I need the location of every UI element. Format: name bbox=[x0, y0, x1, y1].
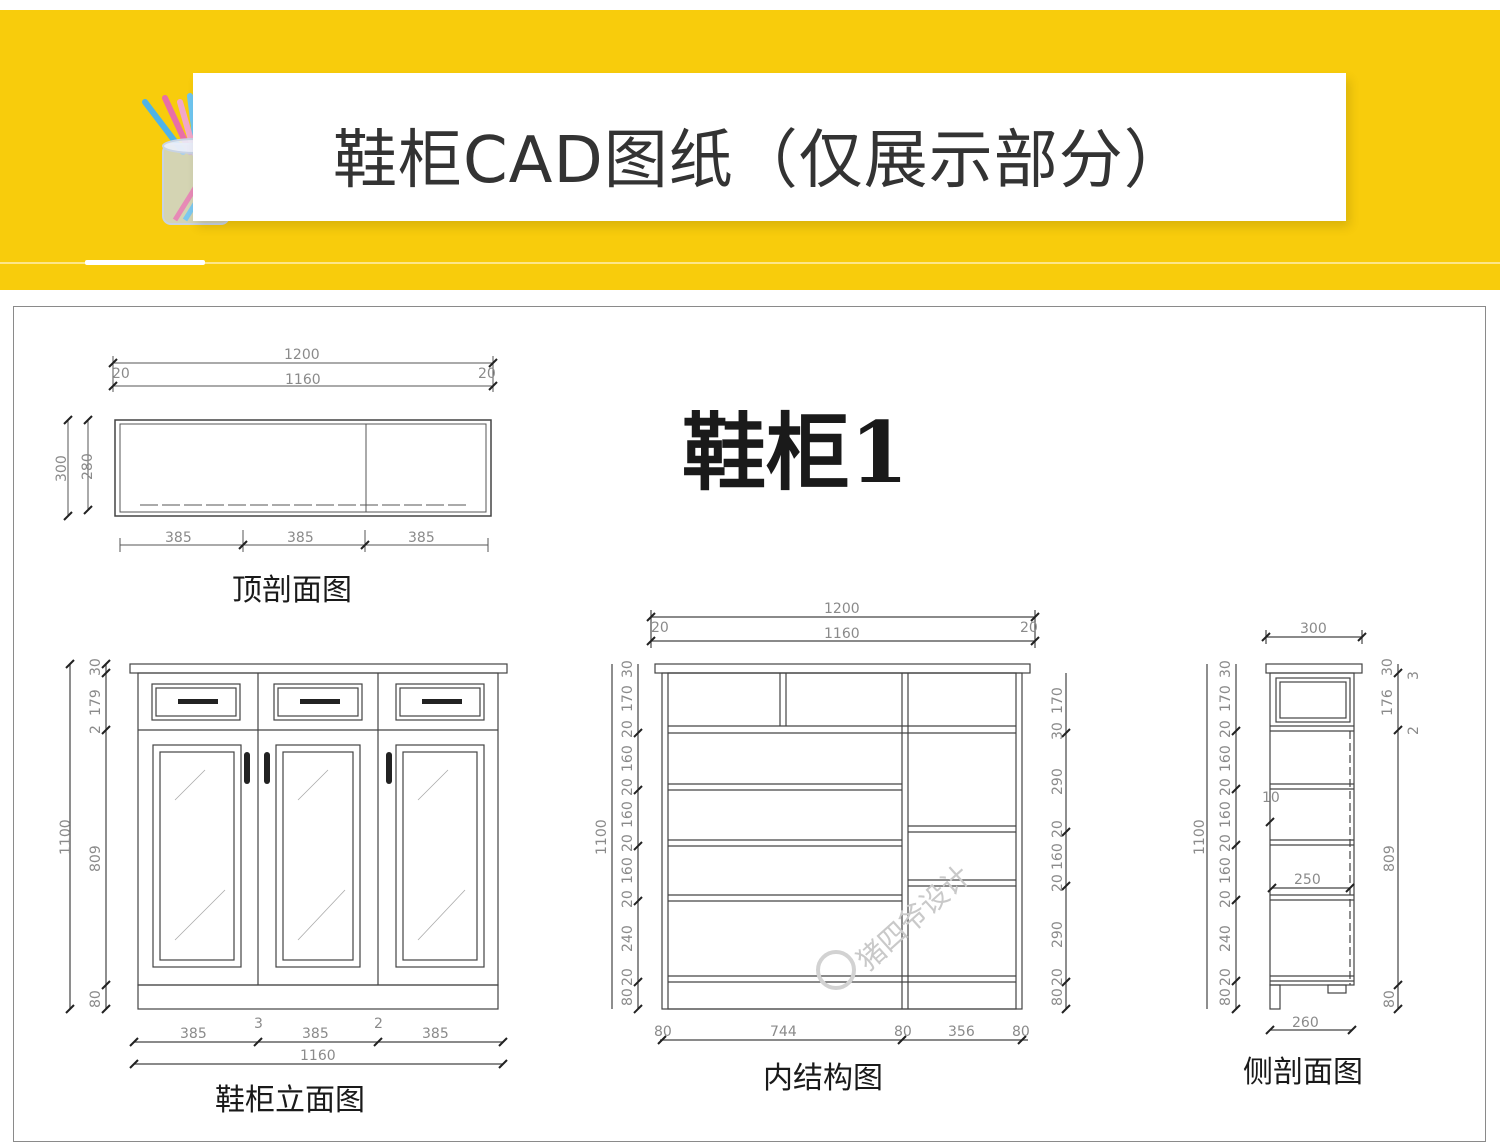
caption-top-section: 顶剖面图 bbox=[232, 573, 352, 608]
dim-side-right-door: 809 bbox=[1382, 845, 1398, 872]
watermark-logo-icon bbox=[816, 950, 856, 990]
dim-int-right-6: 290 bbox=[1050, 921, 1066, 948]
dim-int-right-7: 20 bbox=[1050, 968, 1066, 986]
dim-int-left-1: 170 bbox=[620, 685, 636, 712]
dim-top-bay-3: 385 bbox=[408, 530, 435, 546]
dim-int-left-9: 240 bbox=[620, 925, 636, 952]
dim-int-bottom-1: 744 bbox=[770, 1024, 797, 1040]
dim-elev-door: 809 bbox=[88, 845, 104, 872]
dim-int-right-4: 160 bbox=[1050, 843, 1066, 870]
dim-elev-bottom-total: 1160 bbox=[300, 1048, 336, 1064]
banner-divider bbox=[0, 262, 1500, 264]
dim-int-bottom-2: 80 bbox=[894, 1024, 912, 1040]
banner-accent bbox=[85, 260, 205, 265]
dim-int-left-0: 30 bbox=[620, 660, 636, 678]
dim-side-left-0: 30 bbox=[1218, 660, 1234, 678]
caption-elevation: 鞋柜立面图 bbox=[215, 1083, 365, 1118]
dim-side-depth: 300 bbox=[1300, 621, 1327, 637]
dim-elev-w1: 385 bbox=[180, 1026, 207, 1042]
dim-top-right-end: 20 bbox=[478, 366, 496, 382]
dim-int-left-6: 20 bbox=[620, 834, 636, 852]
title-card: 鞋柜CAD图纸（仅展示部分） bbox=[193, 73, 1346, 221]
dim-side-left-3: 160 bbox=[1218, 745, 1234, 772]
interior-left-stack: 30 170 20 160 20 160 20 160 20 240 20 80 bbox=[620, 660, 636, 1006]
dim-elev-w2: 385 bbox=[302, 1026, 329, 1042]
dim-side-left-2: 20 bbox=[1218, 720, 1234, 738]
dim-int-right-3: 20 bbox=[1050, 820, 1066, 838]
dim-int-right-5: 20 bbox=[1050, 874, 1066, 892]
interior-view bbox=[611, 610, 1067, 1041]
dim-top-bay-2: 385 bbox=[287, 530, 314, 546]
dim-int-left-11: 80 bbox=[620, 988, 636, 1006]
dim-int-inner: 1160 bbox=[824, 626, 860, 642]
dim-side-left-6: 20 bbox=[1218, 834, 1234, 852]
drawer-handles bbox=[178, 699, 462, 784]
interior-right-stack: 170 30 290 20 160 20 290 20 80 bbox=[1050, 687, 1066, 1006]
dim-side-left-4: 20 bbox=[1218, 778, 1234, 796]
dim-side-right-top: 30 bbox=[1380, 658, 1396, 676]
dim-int-bottom-3: 356 bbox=[948, 1024, 975, 1040]
dim-top-inner: 1160 bbox=[285, 372, 321, 388]
dim-int-overall: 1200 bbox=[824, 601, 860, 617]
dim-int-left-end: 20 bbox=[651, 620, 669, 636]
dim-elev-drawer: 179 bbox=[88, 689, 104, 716]
top-section-view bbox=[67, 356, 494, 552]
caption-side-section: 侧剖面图 bbox=[1243, 1055, 1363, 1090]
dim-int-left-7: 160 bbox=[620, 857, 636, 884]
elevation-view bbox=[69, 663, 508, 1065]
side-left-stack: 30 170 20 160 20 160 20 160 20 240 20 80 bbox=[1218, 660, 1234, 1006]
dim-side-inner-depth: 250 bbox=[1294, 872, 1321, 888]
dim-side-right-base: 80 bbox=[1382, 990, 1398, 1008]
dim-side-total-height: 1100 bbox=[1192, 819, 1208, 855]
dim-elev-w3: 385 bbox=[422, 1026, 449, 1042]
dim-int-right-8: 80 bbox=[1050, 988, 1066, 1006]
dim-side-left-7: 160 bbox=[1218, 857, 1234, 884]
dim-int-bottom-4: 80 bbox=[1012, 1024, 1030, 1040]
dim-elev-top: 30 bbox=[88, 658, 104, 676]
dim-side-right-drawer: 176 bbox=[1380, 689, 1396, 716]
dim-int-right-end: 20 bbox=[1020, 620, 1038, 636]
dim-int-left-4: 20 bbox=[620, 778, 636, 796]
dim-top-bay-1: 385 bbox=[165, 530, 192, 546]
side-section-view bbox=[1206, 630, 1399, 1031]
dim-top-left-end: 20 bbox=[112, 366, 130, 382]
dim-int-bottom-0: 80 bbox=[654, 1024, 672, 1040]
caption-interior: 内结构图 bbox=[763, 1061, 883, 1096]
drawing-heading: 鞋柜1 bbox=[682, 403, 908, 502]
dim-side-right-gap: 2 bbox=[1406, 726, 1422, 735]
dim-elev-gap1: 3 bbox=[254, 1016, 263, 1032]
dim-side-left-9: 240 bbox=[1218, 925, 1234, 952]
elevation-glass-reflections bbox=[174, 769, 466, 941]
dim-int-left-10: 20 bbox=[620, 968, 636, 986]
dim-int-total-height: 1100 bbox=[594, 819, 610, 855]
dim-side-left-1: 170 bbox=[1218, 685, 1234, 712]
dim-int-left-5: 160 bbox=[620, 801, 636, 828]
page-title: 鞋柜CAD图纸（仅展示部分） bbox=[333, 124, 1189, 198]
dim-side-left-10: 20 bbox=[1218, 968, 1234, 986]
dim-side-base-depth: 260 bbox=[1292, 1015, 1319, 1031]
dim-int-right-2: 290 bbox=[1050, 768, 1066, 795]
watermark: 猪四爷设计 bbox=[851, 859, 977, 977]
dim-elev-base: 80 bbox=[88, 990, 104, 1008]
dim-int-left-3: 160 bbox=[620, 745, 636, 772]
dim-int-left-8: 20 bbox=[620, 890, 636, 908]
dim-side-back-gap: 10 bbox=[1262, 790, 1280, 806]
dim-elev-gap: 2 bbox=[88, 725, 104, 734]
dim-int-left-2: 20 bbox=[620, 720, 636, 738]
dim-elev-gap2: 2 bbox=[374, 1016, 383, 1032]
dim-top-height-outer: 300 bbox=[54, 455, 70, 482]
dim-int-right-1: 30 bbox=[1050, 722, 1066, 740]
dim-top-height-inner: 280 bbox=[80, 453, 96, 480]
dim-side-right-small: 3 bbox=[1406, 671, 1422, 680]
dim-top-overall: 1200 bbox=[284, 347, 320, 363]
dim-side-left-5: 160 bbox=[1218, 801, 1234, 828]
dim-side-left-11: 80 bbox=[1218, 988, 1234, 1006]
dim-elev-total-height: 1100 bbox=[58, 819, 74, 855]
dim-side-left-8: 20 bbox=[1218, 890, 1234, 908]
dim-int-right-0: 170 bbox=[1050, 687, 1066, 714]
